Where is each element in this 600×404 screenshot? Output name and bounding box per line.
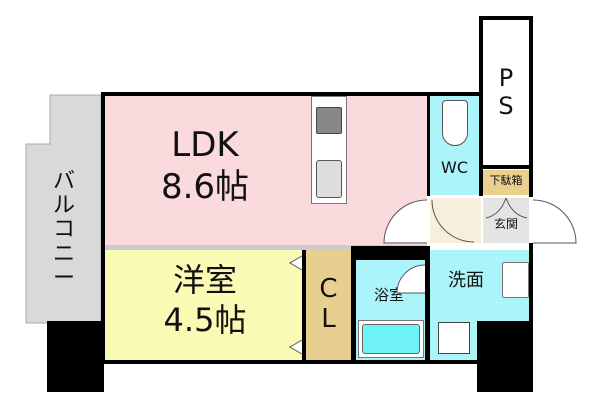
ldk-room [105, 96, 427, 245]
wall [427, 96, 430, 196]
balcony-label: バルコニー [52, 169, 75, 291]
pillar-bottom-right [477, 321, 533, 392]
wall [302, 250, 306, 362]
washing-machine-icon [438, 322, 470, 354]
washbasin-icon [502, 262, 529, 298]
wall-top [101, 92, 481, 96]
wall [425, 246, 430, 362]
hallway [430, 198, 481, 243]
washroom-name: 洗面 [448, 270, 484, 291]
bathtub-inner [362, 324, 420, 354]
pillar-bottom-left [47, 321, 104, 392]
toilet-icon [442, 100, 468, 146]
bath-name: 浴室 [373, 286, 404, 304]
wall [351, 246, 430, 260]
ldk-name: LDK [171, 125, 239, 165]
shoe-box [483, 170, 529, 195]
entrance-label: 玄関 [493, 217, 518, 231]
pipe-space-label-s: S [498, 92, 514, 120]
pipe-space-label-p: P [498, 64, 514, 92]
closet-label-c: C [319, 274, 338, 304]
wall-left [101, 92, 105, 364]
western-size: 4.5帖 [163, 301, 247, 339]
wall [351, 246, 356, 362]
wall [529, 243, 533, 323]
closet [306, 250, 351, 360]
western-name: 洋室 [172, 261, 237, 299]
ldk-size: 8.6帖 [160, 167, 250, 207]
shoe-box-label: 下駄箱 [489, 174, 523, 187]
toilet-name: WC [441, 158, 468, 177]
sink-icon [316, 160, 342, 198]
wall [105, 245, 427, 250]
western-room [105, 250, 302, 360]
pipe-space [479, 16, 533, 169]
wall [529, 165, 533, 197]
wall-bottom [101, 360, 479, 364]
closet-label-l: L [321, 304, 336, 334]
wall [479, 96, 483, 196]
stove-icon [316, 107, 342, 134]
entrance [483, 198, 529, 243]
